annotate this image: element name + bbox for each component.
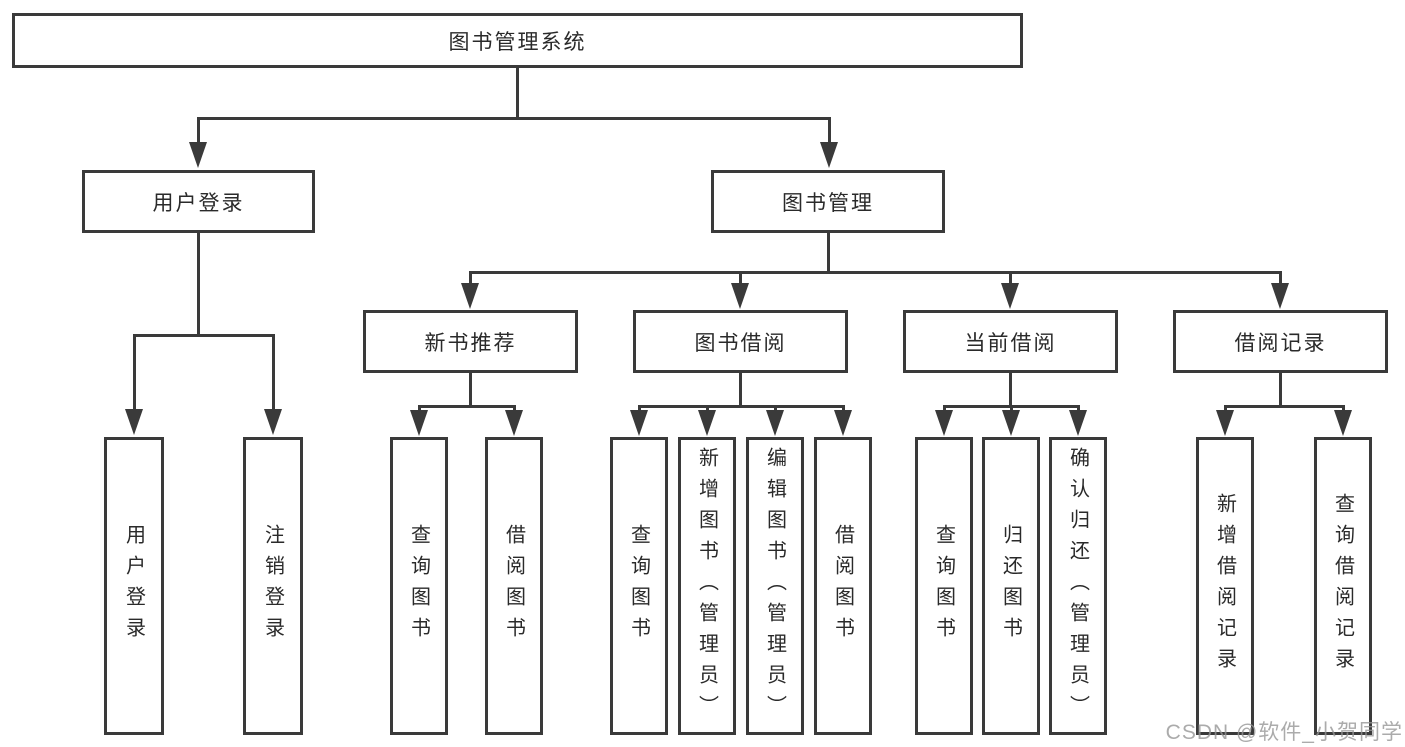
node-label: 新增借阅记录 [1213,493,1236,679]
arrowhead [820,142,838,168]
node-user-login: 用户登录 [82,170,315,233]
node-library-management-system: 图书管理系统 [12,13,1023,68]
node-leaf-borrow-books: 借阅图书 [814,437,872,735]
arrowhead [834,410,852,436]
arrowhead [1001,283,1019,309]
connector-hline [638,405,845,408]
node-label: 用户登录 [152,191,245,215]
arrowhead [731,283,749,309]
arrowhead [125,409,143,435]
node-leaf-borrowing-query-books: 查询图书 [610,437,668,735]
node-label: 当前借阅 [964,331,1057,355]
node-label: 借阅记录 [1234,331,1327,355]
arrowhead [935,410,953,436]
node-label: 查询图书 [932,524,955,648]
arrowhead [1069,410,1087,436]
connector-shaft [197,117,200,149]
node-current-borrowing: 当前借阅 [903,310,1118,373]
node-label: 新增图书（管理员） [695,446,718,726]
node-label: 查询借阅记录 [1331,493,1354,679]
arrowhead [264,409,282,435]
node-leaf-logout: 注销登录 [243,437,303,735]
node-label: 图书管理系统 [448,30,587,54]
connector-user-login-stub [197,232,200,336]
node-leaf-recommend-borrow-books: 借阅图书 [485,437,543,735]
node-leaf-add-books-admin: 新增图书（管理员） [678,437,736,735]
connector-shaft [1279,271,1282,287]
node-label: 新书推荐 [424,331,517,355]
node-leaf-confirm-return-admin: 确认归还（管理员） [1049,437,1107,735]
node-leaf-recommend-query-books: 查询图书 [390,437,448,735]
node-label: 借阅图书 [831,524,854,648]
connector-user-login-hline [133,334,275,337]
node-book-management: 图书管理 [711,170,945,233]
node-label: 确认归还（管理员） [1066,446,1089,726]
connector-stub [1009,371,1012,407]
connector-shaft [1009,271,1012,287]
connector-shaft [739,271,742,287]
node-leaf-edit-books-admin: 编辑图书（管理员） [746,437,804,735]
arrowhead [766,410,784,436]
connector-hline [1224,405,1345,408]
node-leaf-add-borrow-record: 新增借阅记录 [1196,437,1254,735]
node-label: 借阅图书 [502,524,525,648]
arrowhead [461,283,479,309]
connector-stub [469,371,472,407]
arrowhead [1216,410,1234,436]
connector-stub [1279,371,1282,407]
node-label: 图书借阅 [694,331,787,355]
node-leaf-user-login: 用户登录 [104,437,164,735]
node-label: 归还图书 [999,524,1022,648]
connector-shaft [272,334,275,412]
csdn-watermark: CSDN @软件_小贺同学 [1165,721,1403,744]
connector-stub [739,371,742,407]
arrowhead [1334,410,1352,436]
connector-book-mgmt-stub [827,232,830,274]
node-label: 编辑图书（管理员） [763,446,786,726]
node-label: 查询图书 [407,524,430,648]
connector-shaft [133,334,136,412]
arrowhead [1002,410,1020,436]
connector-root-hline [197,117,831,120]
arrowhead [1271,283,1289,309]
arrowhead [630,410,648,436]
connector-root-stub [516,68,519,119]
node-label: 查询图书 [627,524,650,648]
connector-shaft [828,117,831,149]
node-leaf-return-books: 归还图书 [982,437,1040,735]
node-leaf-query-borrow-record: 查询借阅记录 [1314,437,1372,735]
node-new-book-recommendation: 新书推荐 [363,310,578,373]
node-label: 注销登录 [261,524,284,648]
arrowhead [505,410,523,436]
node-label: 图书管理 [782,191,874,215]
connector-shaft [469,271,472,287]
arrowhead [410,410,428,436]
node-book-borrowing: 图书借阅 [633,310,848,373]
node-borrowing-records: 借阅记录 [1173,310,1388,373]
arrowhead [698,410,716,436]
arrowhead [189,142,207,168]
node-leaf-current-query-books: 查询图书 [915,437,973,735]
node-label: 用户登录 [122,524,145,648]
connector-book-mgmt-hline [469,271,1282,274]
connector-hline [418,405,516,408]
